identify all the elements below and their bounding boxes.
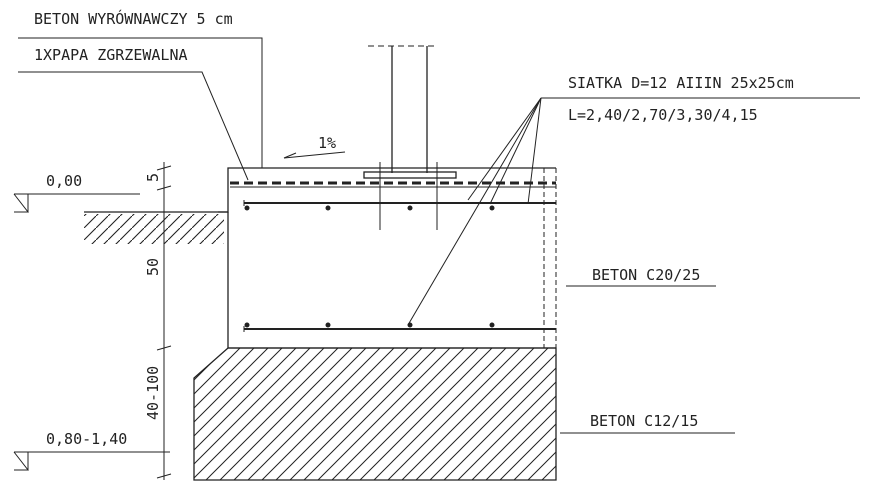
slope-indicator: 1%: [283, 134, 346, 159]
slope-line: [283, 151, 346, 159]
siatka-label: SIATKA D=12 AIIIN 25x25cm L=2,40/2,70/3,…: [407, 74, 860, 326]
level-marker-bottom: 0,80-1,40: [13, 430, 170, 471]
soil-hatch: [84, 211, 228, 244]
slab: [218, 167, 557, 349]
svg-text:BETON C20/25: BETON C20/25: [592, 266, 700, 284]
label-beton-wyrownawczy: BETON WYRÓWNAWCZY 5 cm: [18, 9, 263, 168]
label-beton-c20: BETON C20/25: [566, 266, 716, 287]
svg-text:40-100: 40-100: [144, 366, 162, 420]
column-anchor: [363, 45, 457, 230]
vertical-dimension: 5 50 40-100: [144, 162, 172, 480]
svg-text:50: 50: [144, 258, 162, 276]
label-papa: 1XPAPA ZGRZEWALNA: [18, 46, 249, 181]
svg-text:1XPAPA ZGRZEWALNA: 1XPAPA ZGRZEWALNA: [34, 46, 188, 64]
svg-text:BETON C12/15: BETON C12/15: [590, 412, 698, 430]
level-marker-top: 0,00: [13, 172, 140, 213]
lean-concrete-block: [193, 347, 557, 481]
svg-text:1%: 1%: [318, 134, 336, 152]
leader-papa: [18, 71, 249, 181]
leader-beton-wyrownawczy: [18, 37, 263, 168]
svg-text:SIATKA D=12 AIIIN 25x25cm: SIATKA D=12 AIIIN 25x25cm: [568, 74, 794, 92]
label-beton-c12: BETON C12/15: [560, 412, 735, 434]
svg-text:0,00: 0,00: [46, 172, 82, 190]
svg-text:5: 5: [144, 173, 162, 182]
svg-text:BETON WYRÓWNAWCZY 5 cm: BETON WYRÓWNAWCZY 5 cm: [34, 9, 233, 28]
svg-text:0,80-1,40: 0,80-1,40: [46, 430, 127, 448]
svg-text:L=2,40/2,70/3,30/4,15: L=2,40/2,70/3,30/4,15: [568, 106, 758, 124]
